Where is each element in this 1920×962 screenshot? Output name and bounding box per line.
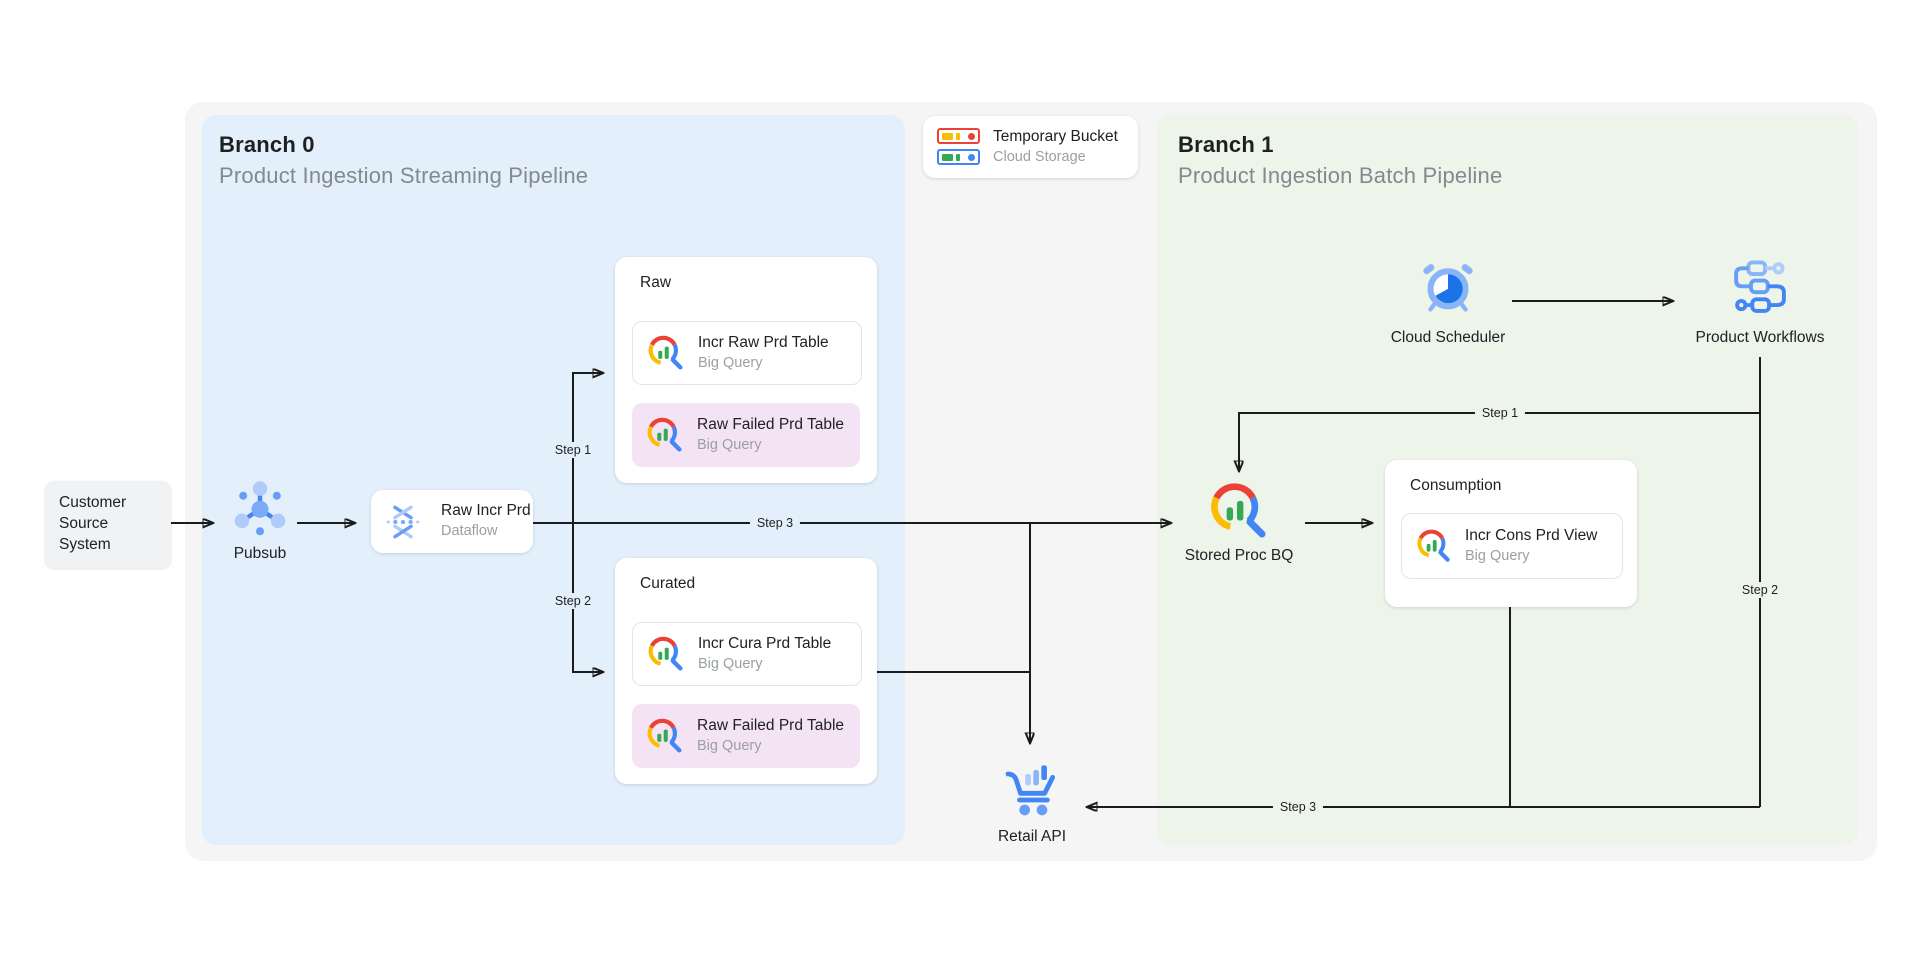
temporary-bucket-node: Temporary Bucket Cloud Storage — [923, 116, 1138, 178]
incr-cura-prd-table-subtitle: Big Query — [698, 656, 763, 672]
raw-failed-prd-table-node: Raw Failed Prd Table Big Query — [632, 403, 860, 467]
branch0-title: Branch 0 — [219, 132, 315, 157]
customer-source-line1: Customer — [59, 494, 127, 511]
curated-raw-failed-prd-table-node: Raw Failed Prd Table Big Query — [632, 704, 860, 768]
branch1-title: Branch 1 — [1178, 132, 1274, 157]
incr-raw-prd-table-subtitle: Big Query — [698, 355, 763, 371]
bigquery-icon — [646, 634, 686, 674]
raw-failed-prd-table-title: Raw Failed Prd Table — [697, 416, 845, 433]
bigquery-icon — [646, 333, 686, 373]
retail-api-icon — [1000, 758, 1064, 822]
raw-group-title: Raw — [640, 274, 672, 291]
curated-group-title: Curated — [640, 575, 696, 592]
product-workflows-icon — [1729, 256, 1791, 318]
branch1-subtitle: Product Ingestion Batch Pipeline — [1178, 163, 1503, 188]
dataflow-node-title: Raw Incr Prd — [441, 502, 531, 519]
incr-raw-prd-table-title: Incr Raw Prd Table — [698, 334, 829, 351]
cloud-storage-icon — [937, 128, 981, 166]
consumption-group-card: Consumption Incr Cons Prd View Big Query — [1385, 460, 1637, 607]
incr-cons-prd-view-subtitle: Big Query — [1465, 548, 1530, 564]
customer-source-system-node: Customer Source System — [45, 481, 171, 568]
step-label-b0-2: Step 2 — [547, 593, 599, 609]
pubsub-label: Pubsub — [233, 545, 287, 562]
raw-group-card: Raw Incr Raw Prd Table Big Query Raw Fai… — [615, 257, 877, 483]
customer-source-line3: System — [59, 536, 111, 553]
temporary-bucket-subtitle: Cloud Storage — [993, 149, 1086, 165]
branch0-subtitle: Product Ingestion Streaming Pipeline — [219, 163, 589, 188]
stored-proc-bq-icon — [1207, 479, 1271, 543]
customer-source-line2: Source — [59, 515, 109, 532]
step-label-b0-3: Step 3 — [749, 515, 801, 531]
retail-api-label: Retail API — [997, 828, 1067, 845]
incr-cura-prd-table-title: Incr Cura Prd Table — [698, 635, 832, 652]
curated-group-card: Curated Incr Cura Prd Table Big Query Ra… — [615, 558, 877, 784]
temporary-bucket-title: Temporary Bucket — [993, 128, 1118, 145]
incr-cons-prd-view-title: Incr Cons Prd View — [1465, 527, 1598, 544]
bigquery-icon — [645, 716, 685, 756]
pubsub-icon — [229, 477, 291, 539]
cloud-scheduler-icon — [1419, 258, 1477, 316]
cloud-scheduler-label: Cloud Scheduler — [1390, 329, 1506, 346]
dataflow-node: Raw Incr Prd Dataflow — [371, 490, 533, 553]
bigquery-icon — [645, 415, 685, 455]
consumption-group-title: Consumption — [1410, 477, 1502, 494]
dataflow-node-subtitle: Dataflow — [441, 523, 498, 539]
stored-proc-bq-label: Stored Proc BQ — [1184, 547, 1294, 564]
curated-raw-failed-prd-table-subtitle: Big Query — [697, 738, 762, 754]
product-workflows-label: Product Workflows — [1695, 329, 1825, 346]
step-label-b1-2: Step 2 — [1734, 582, 1786, 598]
curated-raw-failed-prd-table-title: Raw Failed Prd Table — [697, 717, 845, 734]
step-label-b0-1: Step 1 — [547, 442, 599, 458]
incr-raw-prd-table-node: Incr Raw Prd Table Big Query — [632, 321, 862, 385]
step-label-b1-1: Step 1 — [1474, 405, 1526, 421]
raw-failed-prd-table-subtitle: Big Query — [697, 437, 762, 453]
incr-cons-prd-view-node: Incr Cons Prd View Big Query — [1401, 513, 1623, 579]
bigquery-icon — [1415, 527, 1453, 565]
step-label-b1-3: Step 3 — [1272, 799, 1324, 815]
incr-cura-prd-table-node: Incr Cura Prd Table Big Query — [632, 622, 862, 686]
dataflow-icon — [384, 503, 422, 541]
